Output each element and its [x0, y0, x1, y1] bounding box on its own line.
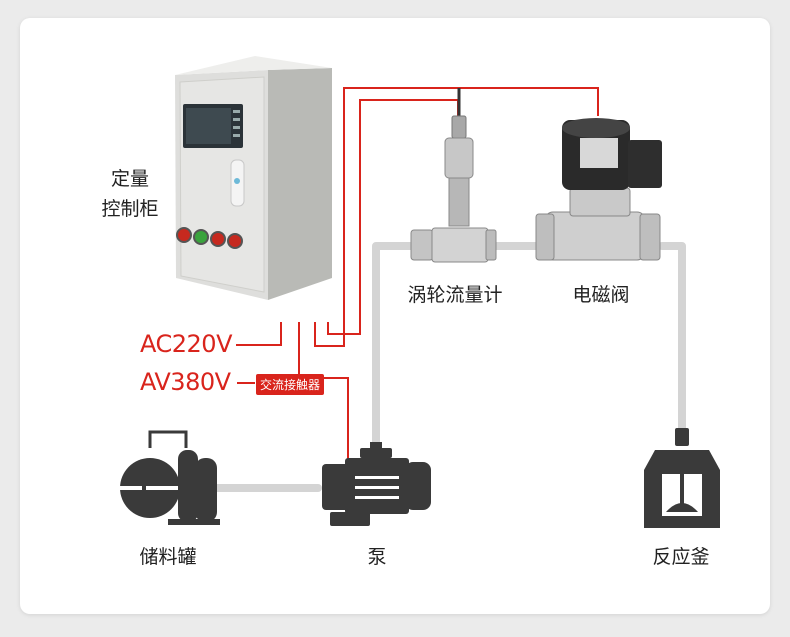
- ac220-label: AC220V: [140, 330, 232, 358]
- pipes: [212, 242, 686, 492]
- reactor-label: 反应釜: [652, 546, 710, 568]
- cabinet-label-line1: 定量: [110, 168, 149, 190]
- wire-valve: [314, 87, 599, 347]
- tank-label: 储料罐: [139, 546, 197, 568]
- contactor-badge: 交流接触器: [256, 374, 325, 395]
- pipe-valve-reactor: [658, 242, 686, 432]
- wire-ac220: [236, 322, 282, 346]
- reactor-icon: [644, 428, 720, 528]
- pump-icon: [322, 442, 431, 526]
- valve-label: 电磁阀: [572, 284, 630, 306]
- cabinet-label-line2: 控制柜: [101, 198, 159, 220]
- storage-tank-icon: [120, 430, 220, 525]
- control-cabinet: [175, 56, 332, 300]
- pump-label: 泵: [367, 546, 387, 568]
- cabinet-label: 定量 控制柜: [100, 164, 160, 224]
- turbine-flowmeter: [410, 88, 497, 263]
- av380-label: AV380V: [140, 368, 231, 396]
- flowmeter-label: 涡轮流量计: [407, 284, 503, 306]
- solenoid-valve: [535, 118, 662, 261]
- pipe-pump-flowmeter: [372, 242, 422, 451]
